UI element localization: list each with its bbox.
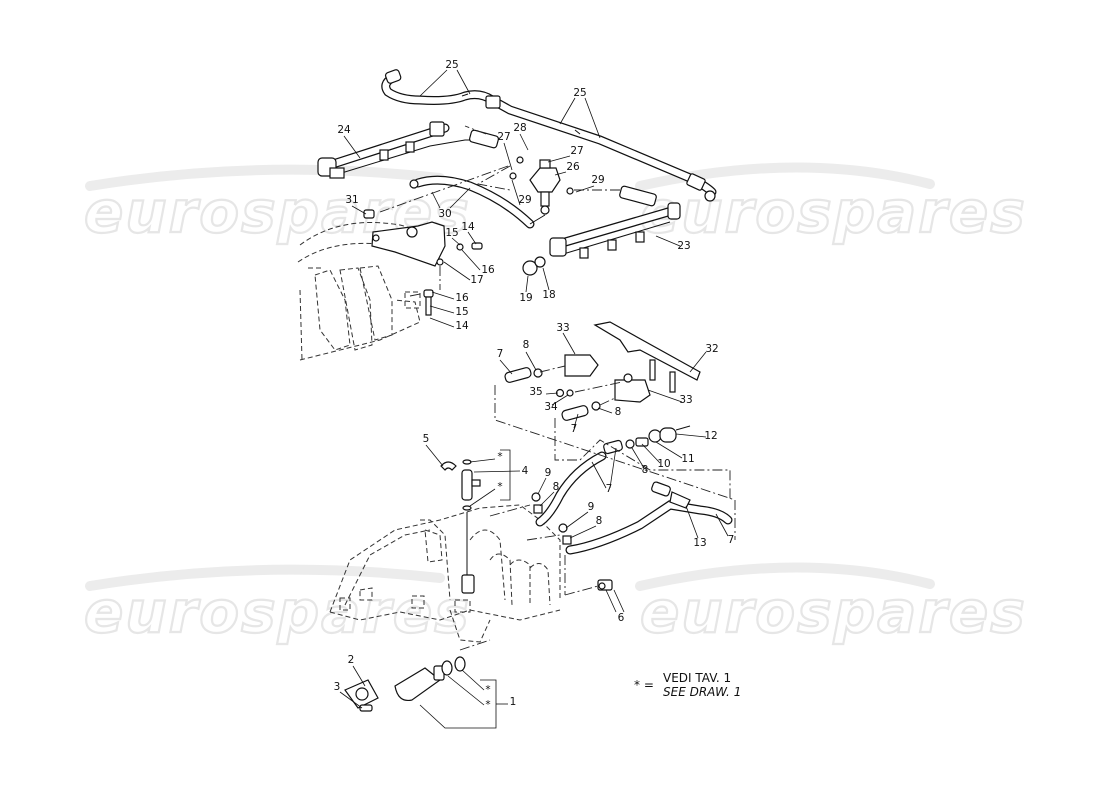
callout-25: 25 — [573, 87, 586, 99]
callout-3: 3 — [334, 681, 341, 693]
fuel-hose-7 — [504, 367, 733, 591]
callout-32: 32 — [705, 343, 718, 355]
callout-labels: 25 25 24 28 27 27 26 29 29 30 31 14 15 2… — [334, 59, 735, 711]
legend-line-italian: VEDI TAV. 1 — [663, 671, 731, 685]
bracket-17 — [363, 209, 546, 316]
callout-17: 17 — [470, 274, 483, 286]
callout-10: 10 — [657, 458, 670, 470]
callout-star: * — [485, 684, 490, 696]
callout-7: 7 — [606, 483, 613, 495]
callout-8: 8 — [596, 515, 603, 527]
callout-29: 29 — [591, 174, 604, 186]
callout-14: 14 — [455, 320, 469, 332]
callout-brackets — [419, 449, 511, 729]
callout-7: 7 — [728, 534, 735, 546]
callout-7: 7 — [497, 348, 504, 360]
callout-7: 7 — [571, 423, 578, 435]
callout-9: 9 — [588, 501, 595, 513]
legend-symbol: * = — [634, 678, 654, 692]
leader-lines — [339, 69, 729, 709]
callout-4: 4 — [522, 465, 529, 477]
watermark-text: eurospares — [640, 578, 1027, 646]
callout-31: 31 — [345, 194, 358, 206]
watermark-group: eurospares eurospares eurospares eurospa… — [83, 162, 1027, 647]
watermark-text: eurospares — [84, 578, 471, 646]
callout-5: 5 — [423, 433, 430, 445]
callout-19: 19 — [519, 292, 532, 304]
callout-28: 28 — [513, 122, 526, 134]
callout-30: 30 — [438, 208, 451, 220]
callout-1: 1 — [510, 696, 517, 708]
callout-6: 6 — [618, 612, 625, 624]
callout-27: 27 — [570, 145, 583, 157]
callout-2: 2 — [348, 654, 355, 666]
callout-11: 11 — [681, 453, 694, 465]
fuel-rail-24 — [317, 121, 500, 179]
callout-8: 8 — [553, 481, 560, 493]
injector-4 — [440, 459, 481, 594]
callout-13: 13 — [693, 537, 706, 549]
legend-line-english: SEE DRAW. 1 — [663, 685, 741, 699]
callout-12: 12 — [704, 430, 717, 442]
bracket-32 — [564, 321, 701, 403]
callout-26: 26 — [566, 161, 580, 173]
callout-8: 8 — [642, 464, 649, 476]
callout-star: * — [485, 699, 490, 711]
lower-manifold-ghost — [329, 504, 561, 643]
callout-8: 8 — [523, 339, 530, 351]
callout-29: 29 — [518, 194, 531, 206]
watermark-swoosh — [85, 564, 445, 591]
callout-34: 34 — [544, 401, 558, 413]
fuel-rail-23 — [549, 185, 681, 259]
callout-14: 14 — [461, 221, 475, 233]
callout-35: 35 — [529, 386, 542, 398]
idle-valve-1 — [344, 656, 466, 712]
callout-16: 16 — [455, 292, 469, 304]
callout-33: 33 — [556, 322, 569, 334]
pressure-regulator-26 — [409, 136, 574, 229]
callout-8: 8 — [615, 406, 622, 418]
callout-33: 33 — [679, 394, 692, 406]
callout-15: 15 — [455, 306, 468, 318]
callout-27: 27 — [497, 131, 510, 143]
callout-18: 18 — [542, 289, 555, 301]
callout-16: 16 — [481, 264, 495, 276]
callout-25: 25 — [445, 59, 458, 71]
watermark-swoosh — [85, 164, 445, 191]
fuel-hose-25 — [381, 69, 717, 202]
callout-15: 15 — [445, 227, 458, 239]
assembly-lines — [379, 125, 736, 651]
callout-24: 24 — [337, 124, 351, 136]
callout-23: 23 — [677, 240, 690, 252]
callout-star: * — [497, 451, 502, 463]
legend: * = VEDI TAV. 1 SEE DRAW. 1 — [634, 671, 741, 699]
watermark-swoosh — [635, 562, 935, 591]
callout-star: * — [497, 481, 502, 493]
callout-9: 9 — [545, 467, 552, 479]
